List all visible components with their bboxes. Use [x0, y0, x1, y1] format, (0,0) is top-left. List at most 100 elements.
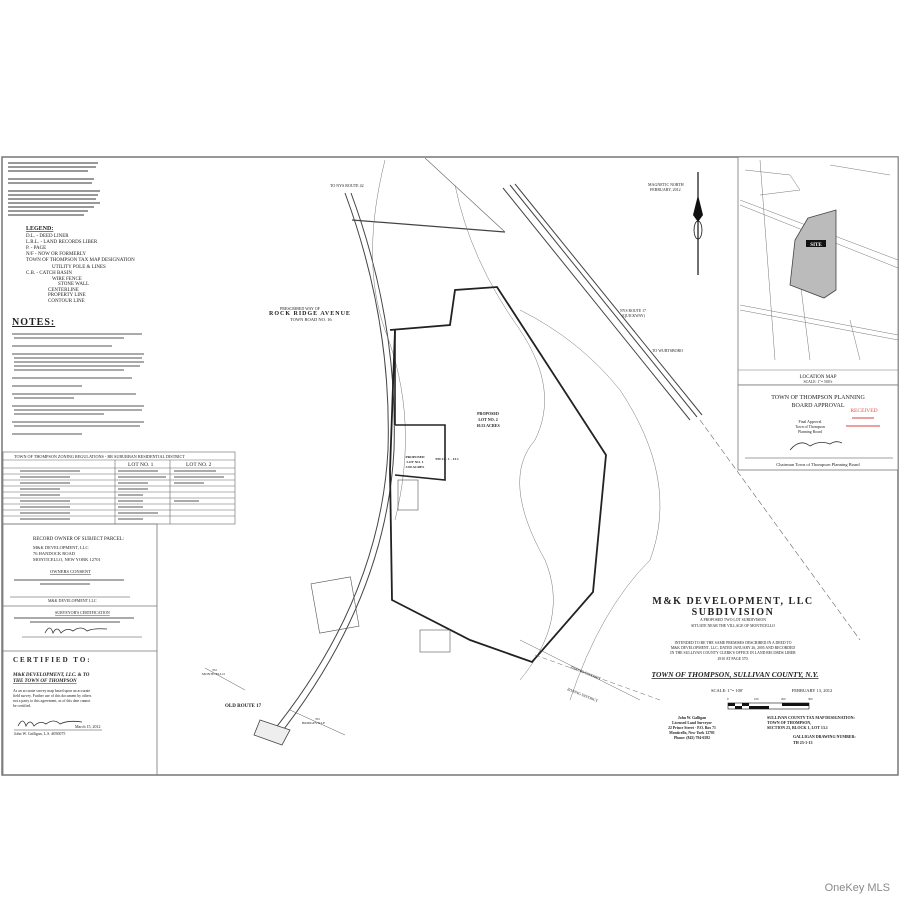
chairman-line: Chairman Town of Thompson Planning Board: [776, 462, 860, 467]
magnetic-north-date: FEBRUARY, 2012: [650, 187, 681, 193]
plat-subtitle: SUBDIVISION: [692, 607, 775, 618]
road-name-pre: PRESCRIBED WAY OF: [280, 306, 321, 311]
surveyor-cert-title: SURVEYOR'S CERTIFICATION: [55, 610, 110, 615]
site-label: SITE: [810, 243, 822, 248]
site-parcel: [789, 209, 837, 299]
certified-body: be certified.: [13, 704, 31, 708]
legend-item: PROPERTY LINE: [48, 293, 86, 298]
road-name: ROCK RIDGE AVENUE: [269, 311, 351, 317]
zoning-col-lot2: LOT NO. 2: [186, 462, 212, 468]
certified-title: CERTIFIED TO:: [13, 656, 92, 664]
surveyor-name: John W. Galligan: [678, 716, 707, 720]
legend-item: C.B. - CATCH BASIN: [26, 271, 72, 276]
location-map-title: LOCATION MAP: [799, 375, 836, 380]
notes-title: NOTES:: [12, 317, 55, 328]
north-arrow-icon: [693, 172, 703, 275]
legend-item: TOWN OF THOMPSON TAX MAP DESIGNATION: [26, 258, 135, 263]
lot-line: [394, 424, 446, 481]
contour-line: [454, 184, 554, 681]
record-owner-title: RECORD OWNER OF SUBJECT PARCEL:: [33, 537, 124, 542]
zoning-col-lot1: LOT NO. 1: [128, 462, 154, 468]
lot2-label: PROPOSED: [477, 411, 499, 416]
chairman-signature: [789, 441, 843, 451]
legend-item: D.L. - DEED LINER: [26, 234, 69, 239]
road-number: TOWN ROAD NO. 16: [290, 317, 332, 322]
to-bridgeville-label: TO: [315, 717, 320, 721]
right-panel: SITE LOCATION MAP SCALE: 1"= 500'± TOWN …: [737, 156, 899, 471]
plat-date: FEBRUARY 13, 2012: [792, 688, 832, 694]
route17-label: (QUICKWAY): [622, 314, 646, 318]
plat-scale: SCALE: 1"= 100': [711, 688, 743, 693]
lot2-acres: 10.53 ACRES: [476, 423, 500, 428]
owner-signature-caption: M&K DEVELOPMENT LLC: [48, 598, 97, 603]
signature-date: March 15, 2012: [75, 724, 100, 730]
scale-bar: 0 100 200 300: [727, 697, 813, 710]
plat-map: TO NYS ROUTE 42 PRESCRIBED WAY OF ROCK R…: [202, 157, 861, 746]
to-monticello-label: TO: [212, 668, 217, 672]
plat-location: TOWN OF THOMPSON, SULLIVAN COUNTY, N.Y.: [652, 670, 819, 679]
stone-wall: [351, 219, 506, 233]
tax-map-line: SECTION 23, BLOCK 1, LOT 13.1: [767, 725, 828, 730]
watermark: OneKey MLS: [824, 882, 890, 894]
certified-signature: [17, 720, 83, 728]
lot1-acres: 3.00 ACRES: [406, 465, 425, 469]
legend-item: WIRE FENCE: [52, 277, 82, 282]
road-top-label: TO NYS ROUTE 42: [330, 183, 364, 188]
road-edge: [276, 192, 395, 739]
approval-stamp: Planning Board: [798, 430, 822, 434]
drawing-number-label: GALLIGAN DRAWING NUMBER:: [793, 734, 856, 739]
route17-label: NYS ROUTE 17: [620, 309, 646, 313]
drawing-number: TH 23-1-13: [793, 740, 812, 745]
approval-stamp: Final Approval: [799, 420, 822, 424]
legend-title: LEGEND:: [26, 226, 53, 232]
tax-map-line: TOWN OF THOMPSON,: [767, 720, 811, 725]
road-edge: [269, 192, 389, 736]
zoning-table-title: TOWN OF THOMPSON ZONING REGULATIONS - RR…: [14, 454, 185, 459]
plat-desc: A PROPOSED TWO LOT SUBDIVISION: [700, 618, 766, 622]
plat-title: M&K DEVELOPMENT, LLC: [652, 596, 813, 607]
legend-item: L.R.L. - LAND RECORDS LIBER: [26, 240, 98, 245]
contour-line: [372, 159, 406, 521]
approval-title: BOARD APPROVAL: [791, 403, 844, 409]
plat-desc: SITUATE NEAR THE VILLAGE OF MONTICELLO: [691, 624, 775, 628]
received-stamp: RECEIVED: [850, 408, 877, 414]
legend-item: STONE WALL: [58, 282, 89, 287]
record-owner-line: M&K DEVELOPMENT, LLC: [33, 545, 89, 551]
contour-line: [519, 309, 661, 701]
legend-item: UTILITY POLE & LINES: [52, 265, 106, 270]
property-line: [389, 286, 607, 664]
zoning-table-cells: [20, 470, 224, 520]
signature-name: John W. Galligan, L.S. #050075: [14, 731, 65, 737]
approval-stamp: Town of Thompson: [795, 425, 825, 429]
old-route-label: OLD ROUTE 17: [225, 704, 262, 709]
deed-text: M&K DEVELOPMENT, LLC, DATED JANUARY 26, …: [671, 646, 795, 651]
record-owner-line: 76 HANDOCK ROAD: [33, 551, 76, 556]
legend-item: CENTERLINE: [48, 288, 79, 293]
owner-box: [2, 523, 158, 776]
svg-text:100: 100: [754, 697, 759, 701]
left-panel: LEGEND: D.L. - DEED LINER L.R.L. - LAND …: [2, 162, 236, 776]
surveyor-phone: Phone: (845) 794-6582: [674, 736, 710, 740]
svg-text:0: 0: [727, 697, 729, 701]
to-wurtsboro-label: TO WURTSBORO: [652, 348, 683, 353]
deed-text: IN THE SULLIVAN COUNTY CLERK'S OFFICE IN…: [670, 651, 796, 655]
surveyor-line: Licensed Land Surveyor: [672, 721, 712, 725]
certified-body: not a party to this agreement, as of thi…: [13, 699, 91, 704]
certified-body: As an accurate survey map based upon an …: [13, 689, 90, 693]
svg-text:200: 200: [781, 697, 786, 701]
lot1-label: LOT NO. 1: [407, 460, 424, 464]
road-end: [253, 719, 291, 746]
magnetic-north-label: MAGNETIC NORTH: [648, 182, 684, 187]
legend-item: N/F - NOW OR FORMERLY: [26, 252, 86, 257]
centerline: [699, 419, 861, 641]
owners-consent-title: OWNERS CONSENT: [50, 569, 91, 574]
svg-text:300: 300: [808, 697, 813, 701]
general-notes-text: [8, 162, 100, 216]
location-map-scale: SCALE: 1"= 500'±: [803, 380, 832, 384]
surveyor-line: 22 Prince Street - P.O. Box 71: [668, 726, 716, 730]
approval-title: TOWN OF THOMPSON PLANNING: [771, 395, 865, 401]
to-bridgeville-label: BRIDGEVILLE: [302, 721, 325, 725]
lot1-label: PROPOSED: [405, 455, 425, 459]
to-monticello-label: MONTICELLO: [202, 672, 225, 676]
